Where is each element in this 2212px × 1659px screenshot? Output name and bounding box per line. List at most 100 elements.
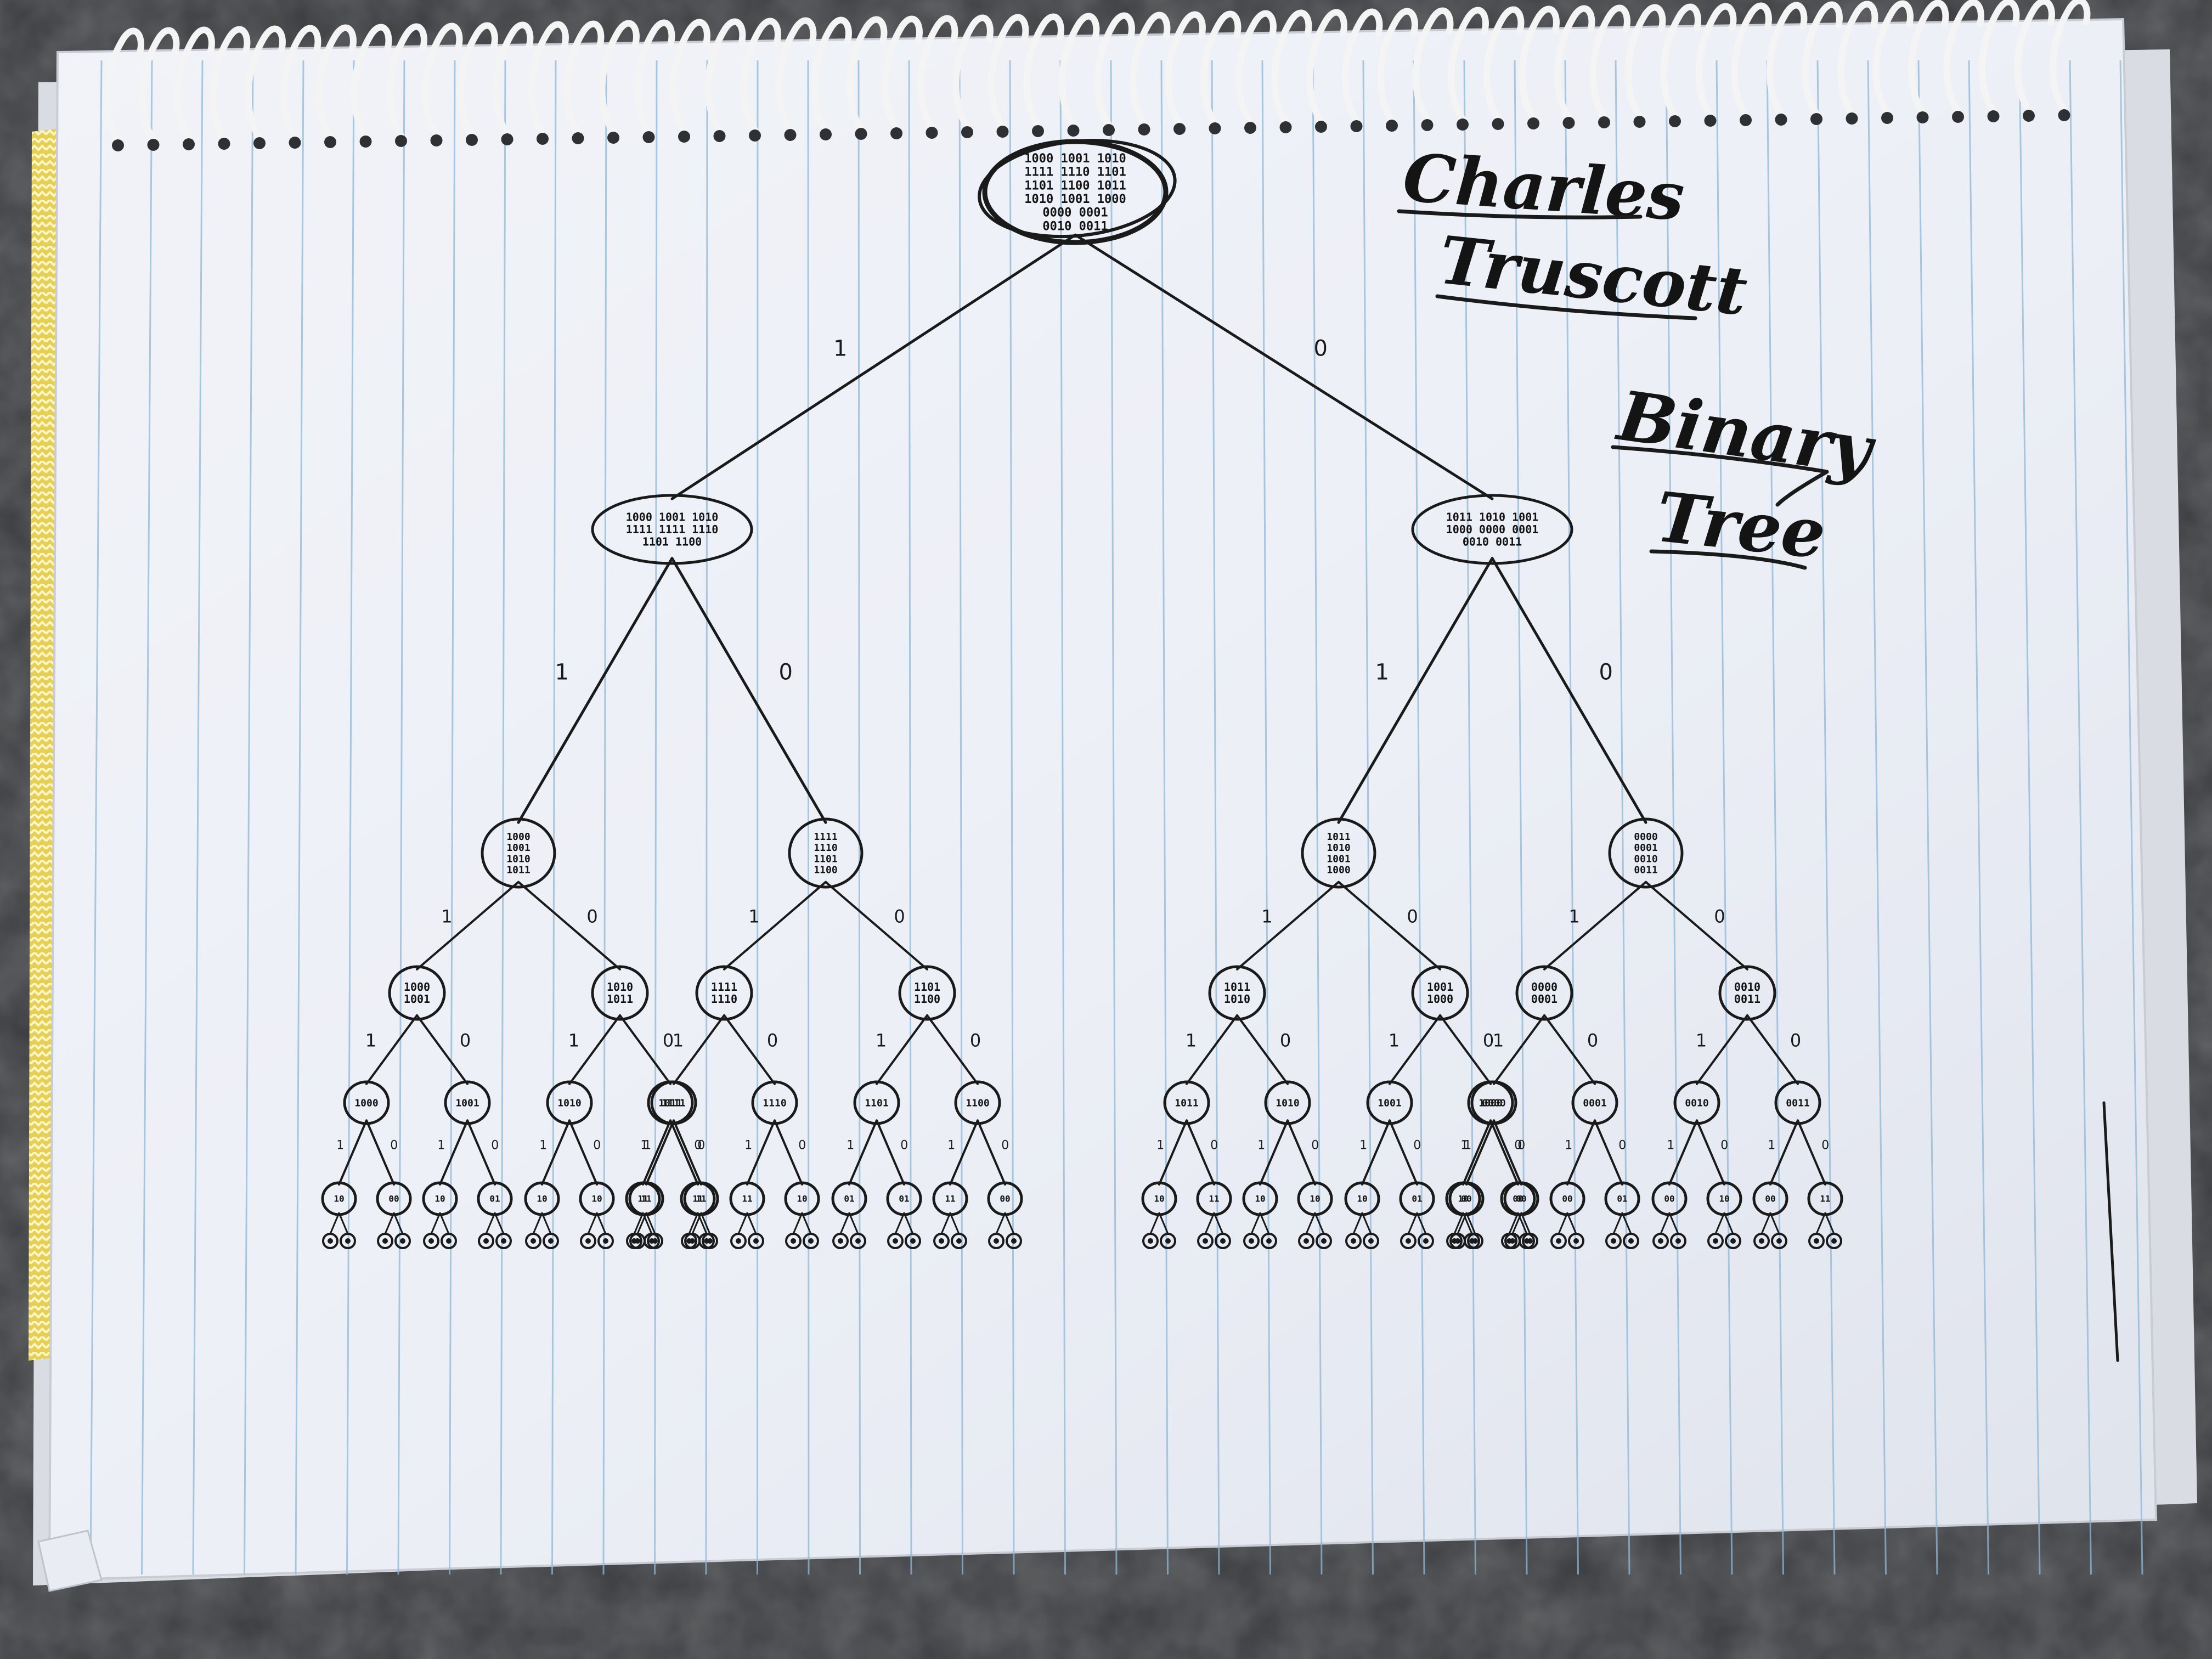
leaf-dot [1611,1238,1616,1244]
leaf-node [803,1233,819,1249]
notebook-sheet [37,18,2158,1592]
edge-label-zero: 0 [1001,1139,1009,1153]
edge-label-zero: 0 [1720,1139,1728,1153]
leaf-dot [1730,1238,1736,1244]
spiral-coil [1094,12,1135,128]
node-bits: 0001 [1634,842,1657,854]
leaf-node [1316,1233,1332,1249]
node-bits: 0010 [1634,853,1657,865]
leaf-edge [940,1212,951,1235]
tree-edge [1797,1119,1826,1186]
spiral-hole [112,139,124,151]
leaf-edge [384,1212,395,1235]
node-bits: 1111 1111 1110 [626,523,719,536]
tree-edge [949,1119,979,1186]
edge-label-one: 1 [365,1030,376,1051]
leaf-dot [345,1238,351,1244]
spiral-coil [1837,1,1878,116]
rule-line [1665,60,1681,1575]
node-bits: 1100 [966,1097,989,1109]
edge-label-zero: 0 [1210,1139,1218,1153]
node-bits: 01 [1412,1194,1422,1204]
tree-edge [1462,1119,1492,1186]
spiral-hole [1633,116,1646,128]
leaf-node [1753,1233,1770,1249]
node-bits: 1110 [711,992,737,1006]
spiral-coil [563,20,605,136]
spiral-hole [820,128,832,140]
node-bits: 1101 1100 [642,535,702,548]
spiral-hole [1457,119,1469,131]
spiral-coil [457,22,498,138]
leaf-edge [1612,1212,1623,1235]
leaf-node [1243,1233,1260,1249]
leaf-node [1345,1233,1362,1249]
tree-edge [1543,1014,1596,1085]
tree-edge [723,881,827,970]
spiral-hole [996,126,1009,138]
leaf-dot [1831,1238,1837,1244]
leaf-dot [1304,1238,1309,1244]
spiral-hole [1562,117,1575,129]
spiral-hole [2023,110,2035,122]
leaf-edge [1621,1212,1632,1235]
tree-node: 1111 [650,1080,697,1125]
leaf-edge [1511,1212,1522,1235]
edge-label-one: 1 [555,659,568,685]
node-bits: 10 [334,1194,344,1204]
edge-label-zero: 0 [1821,1139,1829,1153]
node-bits: 0010 0011 [1463,535,1522,548]
node-bits: 0001 [1531,992,1558,1006]
rule-line [1261,60,1271,1575]
tree-edge [1489,1119,1519,1186]
spiral-coil [669,19,710,134]
leaf-node [988,1233,1005,1249]
edge-label-one: 1 [847,1139,854,1153]
spiral-coil [599,20,640,136]
leaf-edge [1824,1212,1835,1235]
tree-edge [517,557,674,824]
leaf-node [478,1233,494,1249]
leaf-edge [541,1212,552,1235]
tree-edge [1236,1014,1289,1085]
tree-edge [1389,1014,1441,1085]
tree-edge [1074,233,1494,500]
tree-edge [619,1014,672,1085]
spiral-hole [1916,111,1929,123]
node-bits: 1010 [607,980,633,994]
node-bits: 00 [1461,1194,1471,1204]
spiral-hole [1987,110,2000,122]
leaf-node [1467,1233,1483,1249]
edge-label-zero: 0 [1407,906,1418,927]
leaf-dot [939,1238,944,1244]
margin-mark [2102,1101,2119,1362]
leaf-dot [1759,1238,1764,1244]
leaf-edge [1714,1212,1725,1235]
leaf-dot [1351,1238,1356,1244]
edge-label-zero: 0 [1311,1139,1319,1153]
node-bits: 10 [1458,1194,1468,1204]
edge-label-one: 1 [1375,659,1389,685]
spiral-hole [784,129,797,141]
leaf-edge [636,1212,647,1235]
edge-label-zero: 0 [778,659,792,685]
leaf-node [832,1233,849,1249]
edge-label-zero: 0 [1483,1030,1494,1051]
tree-edge [1259,1119,1289,1186]
node-bits: 10 [1357,1194,1367,1204]
spiral-hole [961,126,973,138]
node-bits: 0011 [1634,865,1657,876]
spiral-coil [846,16,888,132]
node-bits: 11 [945,1194,955,1204]
leaf-dot [707,1238,713,1244]
leaf-edge [1314,1212,1325,1235]
spiral-coil [1235,10,1277,126]
leaf-edge [633,1212,644,1235]
leaf-edge [1416,1212,1427,1235]
node-bits: 11 [692,1194,703,1204]
tree-node: 0010 [1673,1080,1720,1125]
spiral-coil [1624,4,1666,120]
